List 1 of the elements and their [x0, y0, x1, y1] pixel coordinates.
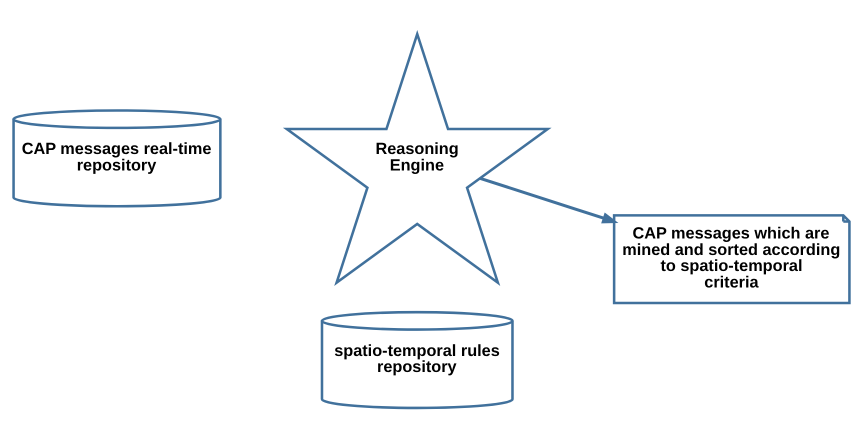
arrow — [479, 176, 618, 223]
